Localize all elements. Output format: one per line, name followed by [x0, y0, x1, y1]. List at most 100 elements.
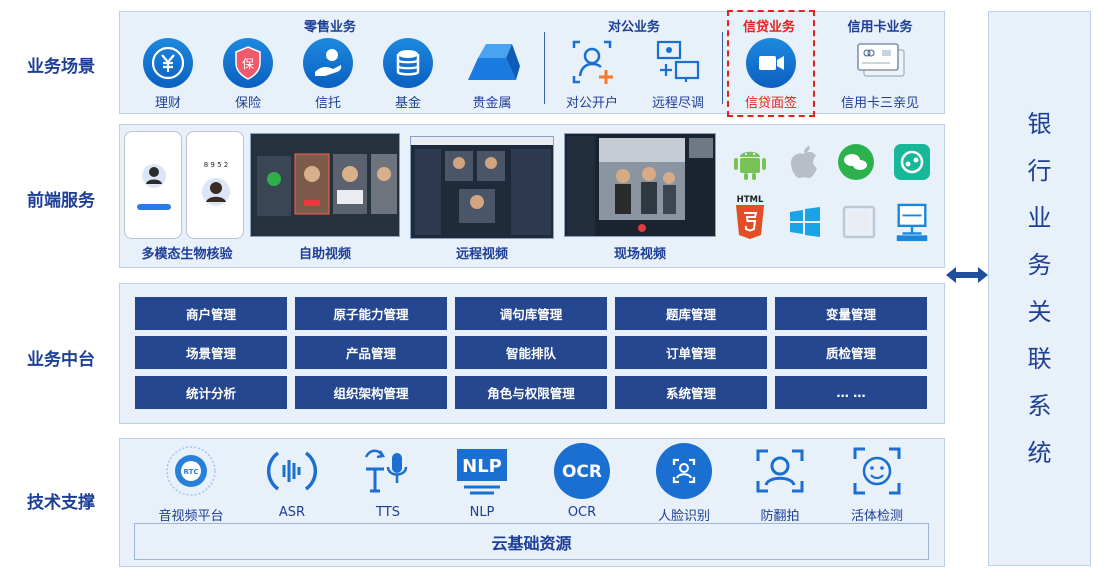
module-atomic-capability[interactable]: 原子能力管理 — [295, 297, 447, 330]
phone-code: 8 9 5 2 — [204, 161, 229, 169]
self-service-video-screenshot — [250, 133, 400, 237]
windows-icon — [786, 203, 824, 241]
scene-label: 基金 — [368, 92, 448, 111]
tech-label: 音视频平台 — [148, 505, 234, 524]
html5-text: HTML — [737, 195, 764, 205]
module-variable[interactable]: 变量管理 — [775, 297, 927, 330]
miniprogram-icon — [893, 143, 931, 181]
credit-card-icon — [850, 36, 910, 88]
wechat-icon — [837, 143, 875, 181]
user-add-icon — [566, 36, 618, 88]
rtc-icon: RTC — [163, 443, 219, 499]
hand-coin-icon — [303, 38, 353, 88]
scene-label: 远程尽调 — [638, 92, 718, 111]
tech-asr[interactable]: ASR — [249, 443, 335, 520]
scene-trust[interactable]: 信托 — [288, 38, 368, 111]
row-label-scenes: 业务场景 — [0, 52, 122, 77]
apple-icon — [785, 143, 823, 181]
category-retail: 零售业务 — [280, 16, 380, 35]
module-product[interactable]: 产品管理 — [295, 336, 447, 369]
scene-label: 保险 — [208, 92, 288, 111]
module-more[interactable]: … … — [775, 376, 927, 409]
module-smart-queue[interactable]: 智能排队 — [455, 336, 607, 369]
ocr-icon: OCR — [554, 443, 610, 499]
ocr-badge-text: OCR — [562, 462, 602, 482]
scene-corporate-account[interactable]: 对公开户 — [552, 36, 632, 111]
phone-screenshot-face — [124, 131, 182, 239]
module-role-permission[interactable]: 角色与权限管理 — [455, 376, 607, 409]
tech-anti-recapture[interactable]: 防翻拍 — [737, 443, 823, 524]
tech-face-recognition[interactable]: 人脸识别 — [641, 443, 727, 524]
scene-precious-metal[interactable]: 贵金属 — [452, 36, 532, 111]
scene-card-witness[interactable]: 信用卡三亲见 — [840, 36, 920, 111]
module-phrase-library[interactable]: 调句库管理 — [455, 297, 607, 330]
scene-credit-signing[interactable]: 信贷面签 — [731, 38, 811, 111]
right-title-char: 行 — [1028, 148, 1052, 195]
frontend-label-remote: 远程视频 — [442, 243, 522, 262]
scene-insurance[interactable]: 保 保险 — [208, 38, 288, 111]
desktop-icon — [893, 201, 931, 245]
scene-wealth[interactable]: 理财 — [128, 38, 208, 111]
tech-nlp[interactable]: NLP NLP — [439, 443, 525, 520]
scene-label: 信贷面签 — [731, 92, 811, 111]
right-title-char: 统 — [1028, 430, 1052, 477]
separator-corporate-credit — [722, 32, 723, 104]
tech-label: 人脸识别 — [641, 505, 727, 524]
module-question-bank[interactable]: 题库管理 — [615, 297, 767, 330]
module-statistics[interactable]: 统计分析 — [135, 376, 287, 409]
frontend-label-onsite: 现场视频 — [600, 243, 680, 262]
nlp-badge-text: NLP — [462, 456, 502, 477]
category-corporate: 对公业务 — [584, 16, 684, 35]
liveness-icon — [849, 443, 905, 499]
shield-icon: 保 — [223, 38, 273, 88]
tech-tts[interactable]: TTS — [345, 443, 431, 520]
double-arrow-icon — [944, 264, 990, 290]
gold-bar-icon — [460, 36, 524, 88]
module-organization[interactable]: 组织架构管理 — [295, 376, 447, 409]
tech-liveness[interactable]: 活体检测 — [834, 443, 920, 524]
category-card: 信用卡业务 — [830, 16, 930, 35]
scene-fund[interactable]: 基金 — [368, 38, 448, 111]
row-label-frontend: 前端服务 — [0, 186, 122, 211]
right-title-char: 业 — [1028, 195, 1052, 242]
phone-screenshot-verify: 8 9 5 2 — [186, 131, 244, 239]
scene-remote-dd[interactable]: 远程尽调 — [638, 36, 718, 111]
asr-waveform-icon — [264, 443, 320, 499]
module-scene[interactable]: 场景管理 — [135, 336, 287, 369]
right-title-char: 联 — [1028, 336, 1052, 383]
cloud-infrastructure: 云基础资源 — [134, 523, 929, 560]
tts-microphone-icon — [360, 443, 416, 499]
html5-icon: HTML — [731, 193, 769, 241]
right-title-char: 银 — [1028, 101, 1052, 148]
right-title-char: 务 — [1028, 242, 1052, 289]
frontend-label-self-service: 自助视频 — [285, 243, 365, 262]
anti-recapture-icon — [752, 443, 808, 499]
rtc-badge-text: RTC — [184, 468, 199, 476]
module-system[interactable]: 系统管理 — [615, 376, 767, 409]
tech-label: 活体检测 — [834, 505, 920, 524]
remote-monitor-icon — [652, 36, 704, 88]
video-camera-icon — [746, 38, 796, 88]
tech-ocr[interactable]: OCR OCR — [539, 443, 625, 520]
tablet-icon — [840, 203, 878, 241]
row-label-middle: 业务中台 — [0, 345, 122, 370]
scene-label: 对公开户 — [552, 92, 632, 111]
tech-rtc[interactable]: RTC 音视频平台 — [148, 443, 234, 524]
module-quality[interactable]: 质检管理 — [775, 336, 927, 369]
row-label-tech: 技术支撑 — [0, 488, 122, 513]
module-order[interactable]: 订单管理 — [615, 336, 767, 369]
face-recognition-icon — [656, 443, 712, 499]
android-icon — [731, 143, 769, 181]
tech-label: TTS — [345, 505, 431, 520]
remote-video-screenshot — [410, 136, 554, 239]
onsite-video-screenshot — [564, 133, 716, 237]
separator-retail-corporate — [544, 32, 545, 104]
scene-label: 信托 — [288, 92, 368, 111]
bank-related-systems: 银 行 业 务 关 联 系 统 — [988, 11, 1091, 566]
scene-label: 理财 — [128, 92, 208, 111]
tech-label: 防翻拍 — [737, 505, 823, 524]
scene-label: 信用卡三亲见 — [840, 92, 920, 111]
scene-label: 贵金属 — [452, 92, 532, 111]
module-merchant[interactable]: 商户管理 — [135, 297, 287, 330]
nlp-icon: NLP — [454, 443, 510, 499]
